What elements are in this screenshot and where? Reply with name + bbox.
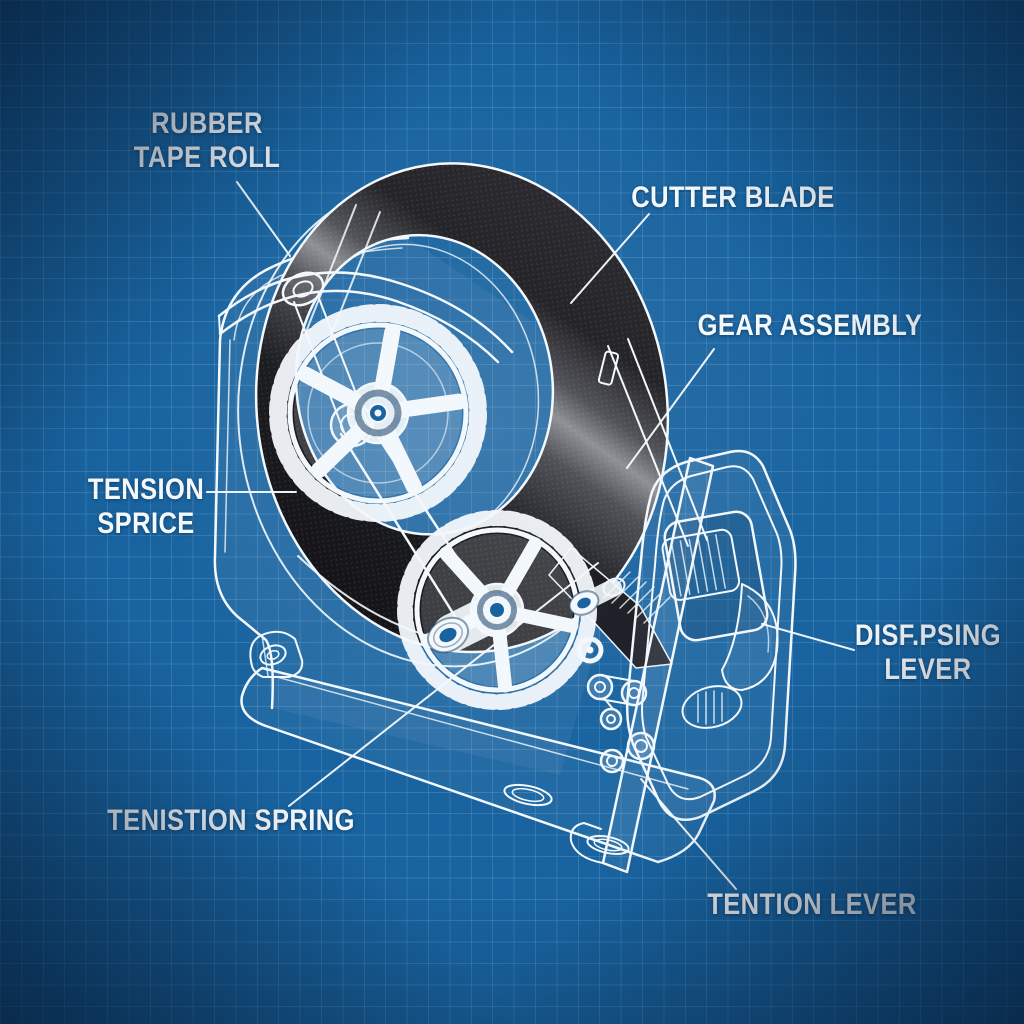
label-text: RUBBER: [151, 107, 263, 140]
label-dispensing-lever: DISF.PSING LEVER: [855, 619, 1001, 687]
label-tenistion-spring: TENISTION SPRING: [107, 804, 355, 838]
label-cutter-blade: CUTTER BLADE: [631, 181, 834, 215]
label-text: TENISTION SPRING: [107, 804, 355, 837]
label-text: TENTION LEVER: [707, 888, 917, 921]
label-text: TAPE ROLL: [133, 141, 281, 174]
label-text: CUTTER BLADE: [631, 181, 835, 214]
label-tension-sprice: TENSION SPRICE: [88, 473, 204, 541]
label-text: DISF.PSING: [855, 619, 1001, 652]
label-text: LEVER: [884, 653, 972, 686]
label-rubber-tape-roll: RUBBER TAPE ROLL: [134, 107, 280, 175]
label-gear-assembly: GEAR ASSEMBLY: [698, 309, 923, 343]
label-tention-lever: TENTION LEVER: [707, 888, 917, 922]
label-text: SPRICE: [97, 507, 195, 540]
label-text: TENSION: [87, 473, 205, 506]
label-text: GEAR ASSEMBLY: [697, 309, 923, 342]
